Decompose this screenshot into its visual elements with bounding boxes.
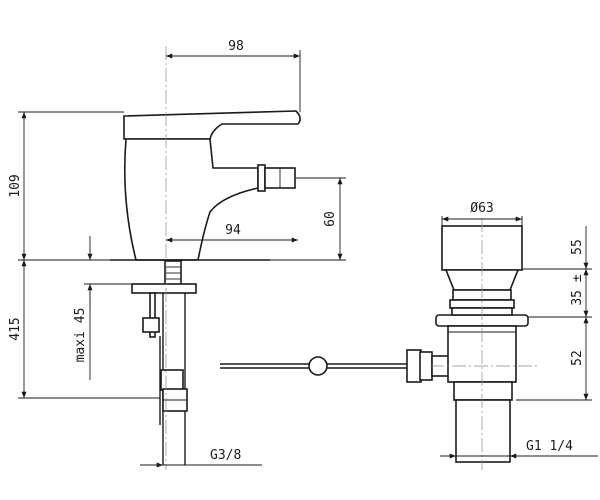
- dim-g1-1-4: G1 1/4: [526, 439, 573, 454]
- mounting-plate: [131, 283, 197, 294]
- fixing-rod: [149, 292, 156, 338]
- tap-body: [123, 138, 259, 261]
- rod-knob: [308, 356, 328, 376]
- dim-98: 98: [228, 39, 244, 54]
- dim-55: 55: [570, 239, 585, 255]
- dim-diameter-63: Ø63: [470, 201, 493, 216]
- lever-handle: [123, 110, 301, 140]
- dim-60: 60: [323, 211, 338, 227]
- dim-109: 109: [8, 174, 23, 197]
- dim-52: 52: [570, 350, 585, 366]
- mixer-tap: 98 109 94 60 415 maxi 45 G3/8: [8, 39, 346, 470]
- inlet-connector: [257, 164, 266, 192]
- dim-maxi-45: maxi 45: [73, 308, 88, 363]
- dim-g3-8: G3/8: [210, 448, 241, 463]
- dim-35: 35 ±: [570, 274, 585, 305]
- dim-415: 415: [8, 317, 23, 340]
- waste-tail: [455, 399, 511, 463]
- dim-94: 94: [225, 223, 241, 238]
- pop-up-waste: Ø63 55 35 ± 52 G1 1/4: [220, 201, 598, 470]
